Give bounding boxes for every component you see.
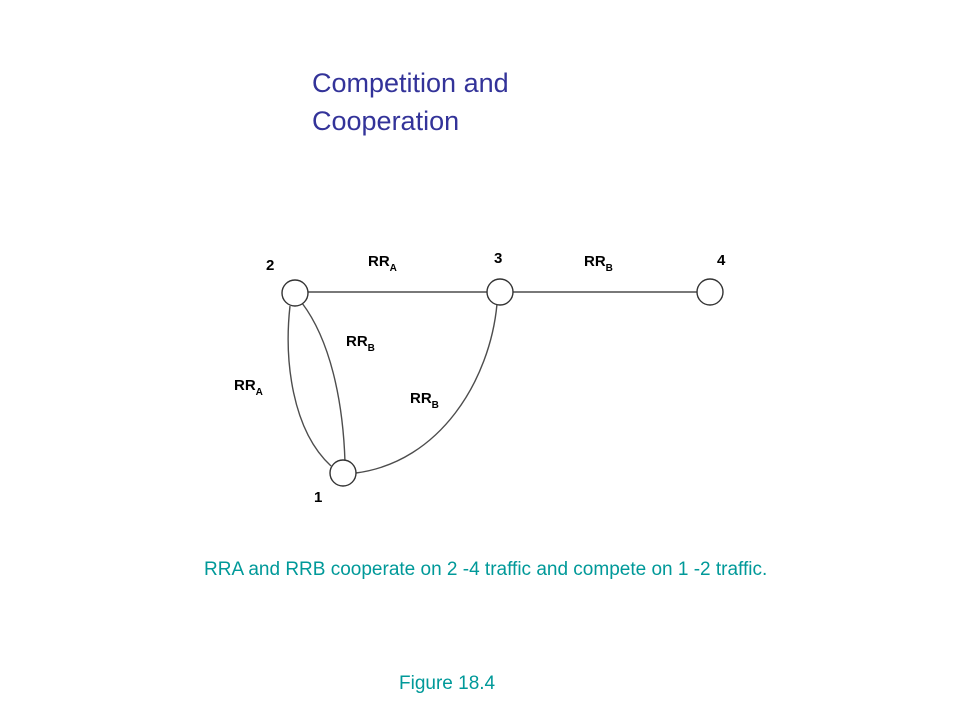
edge-label-2-1-inner: RRB bbox=[346, 333, 375, 354]
edge-label-3-4: RRB bbox=[584, 253, 613, 274]
node-3-label: 3 bbox=[494, 250, 502, 267]
node-4 bbox=[696, 278, 724, 306]
edge-2-1-inner bbox=[301, 302, 346, 463]
slide-caption: RRA and RRB cooperate on 2 -4 traffic an… bbox=[204, 559, 768, 580]
edge-label-3-1: RRB bbox=[410, 390, 439, 411]
node-1-label: 1 bbox=[314, 489, 322, 506]
edge-label-2-1-outer: RRA bbox=[234, 377, 263, 398]
edge-2-1-outer bbox=[287, 305, 332, 467]
edge-label-2-3: RRA bbox=[368, 253, 397, 274]
node-4-label: 4 bbox=[717, 252, 726, 269]
slide-title: Competition and Cooperation bbox=[312, 68, 509, 136]
edge-3-1 bbox=[355, 303, 498, 474]
node-1 bbox=[329, 459, 357, 487]
figure-label: Figure 18.4 bbox=[399, 673, 496, 694]
node-2-label: 2 bbox=[266, 257, 274, 274]
node-2 bbox=[281, 279, 309, 307]
node-3 bbox=[486, 278, 514, 306]
